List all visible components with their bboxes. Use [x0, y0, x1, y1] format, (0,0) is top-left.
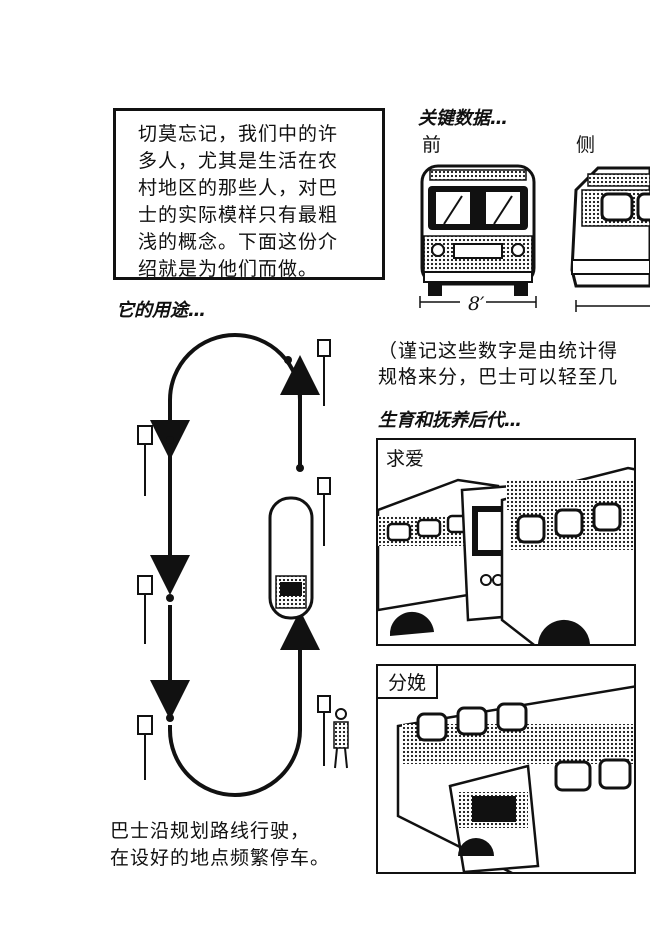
note-line: （谨记这些数字是由统计得: [378, 340, 619, 362]
route-caption: 巴士沿规划路线行驶， 在设好的地点频繁停车。: [110, 818, 330, 872]
route-caption-line: 在设好的地点频繁停车。: [110, 847, 331, 869]
note-line: 规格来分，巴士可以轻至几: [378, 366, 619, 388]
intro-line: 多人，尤其是生活在农: [138, 150, 339, 172]
intro-line: 切莫忘记，我们中的许: [138, 123, 339, 145]
intro-line: 士的实际模样只有最粗: [138, 204, 339, 226]
key-data-heading: 关键数据…: [418, 108, 508, 129]
side-view-label: 侧: [576, 134, 596, 156]
intro-line: 浅的概念。下面这份介: [138, 231, 339, 253]
intro-line: 村地区的那些人，对巴: [138, 177, 339, 199]
birth-label: 分娩: [378, 666, 439, 699]
birth-panel: 分娩: [376, 664, 636, 874]
courtship-buses-illustration: [378, 466, 634, 644]
courtship-label: 求爱: [386, 444, 425, 471]
front-view-label: 前: [422, 134, 442, 156]
intro-line: 绍就是为他们而做。: [138, 258, 319, 280]
route-caption-line: 巴士沿规划路线行驶，: [110, 820, 311, 842]
usage-heading: 它的用途…: [116, 300, 206, 321]
courtship-panel: 求爱: [376, 438, 636, 646]
breeding-heading: 生育和抚养后代…: [378, 410, 522, 431]
birth-buses-illustration: [396, 685, 634, 872]
bus-side-view-illustration: [570, 166, 650, 312]
bus-front-view-illustration: [419, 164, 537, 308]
statistics-note: （谨记这些数字是由统计得 规格来分，巴士可以轻至几: [378, 338, 618, 390]
bus-route-diagram: [137, 333, 349, 797]
width-dimension-label: 8′: [468, 293, 485, 315]
intro-text-box: 切莫忘记，我们中的许 多人，尤其是生活在农 村地区的那些人，对巴 士的实际模样只…: [113, 108, 385, 280]
